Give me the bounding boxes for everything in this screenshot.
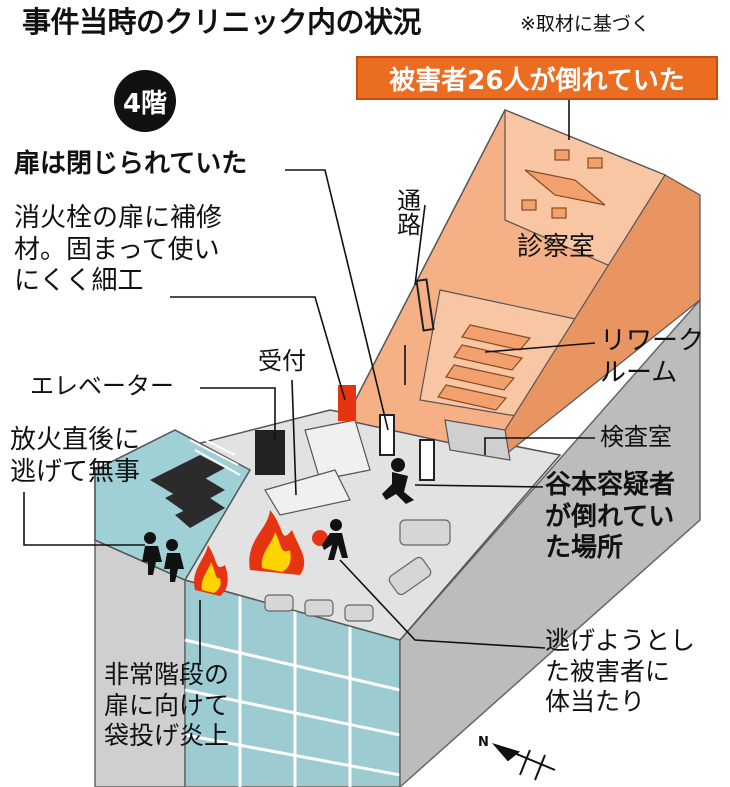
inspection-room: [444, 419, 511, 461]
fire-main: [249, 510, 305, 575]
label-exam-room: 診察室: [517, 232, 596, 262]
facade-windows: [184, 595, 401, 787]
stair-steps: [184, 429, 241, 476]
reception-desk: [264, 469, 351, 516]
label-rework-room: リワーク ルーム: [600, 326, 705, 388]
fire-stairs: [193, 545, 228, 596]
label-reception: 受付: [258, 347, 306, 375]
label-door-closed: 扉は閉じられていた: [14, 149, 248, 179]
victims-banner: 被害者26人が倒れていた: [356, 56, 718, 100]
label-stairs-door: 非常階段の 扉に向けて 袋投げ炎上: [104, 660, 230, 750]
fire-hydrant: [338, 385, 356, 421]
passage-door: [415, 278, 435, 332]
label-victim-hit: 逃げようとし た被害者に 体当たり: [545, 626, 696, 716]
elevator-box: [255, 430, 285, 475]
attacker-figure: [312, 519, 348, 560]
compass-arrow: [491, 743, 556, 781]
compass-north-label: N: [478, 735, 489, 750]
reception-counter: [304, 419, 371, 481]
source-note: ※取材に基づく: [520, 13, 650, 35]
label-elevator: エレベーター: [30, 372, 174, 400]
label-suspect: 谷本容疑者 が倒れてい た場所: [545, 470, 676, 564]
label-escaped: 放火直後に 逃げて無事: [10, 425, 141, 487]
label-hydrant: 消火栓の扉に補修 材。固まって使い にくく細工: [14, 203, 223, 297]
label-inspection-room: 検査室: [600, 423, 672, 451]
suspect-figure: [382, 458, 414, 504]
label-passage: 通路: [392, 188, 421, 236]
clinic-door-2: [419, 439, 435, 481]
leader-lines: [23, 100, 596, 665]
page-title: 事件当時のクリニック内の状況: [22, 5, 422, 39]
escaped-people: [142, 532, 184, 582]
floor-badge: 4階: [114, 70, 176, 132]
clinic-side-wall: [504, 174, 701, 457]
emergency-stairs: [150, 455, 225, 528]
clinic-door-1: [379, 414, 395, 456]
waiting-sofas: [264, 519, 451, 622]
building-right-facade: [399, 298, 701, 787]
exam-room-furniture: [521, 149, 606, 219]
rework-desks: [437, 324, 532, 411]
